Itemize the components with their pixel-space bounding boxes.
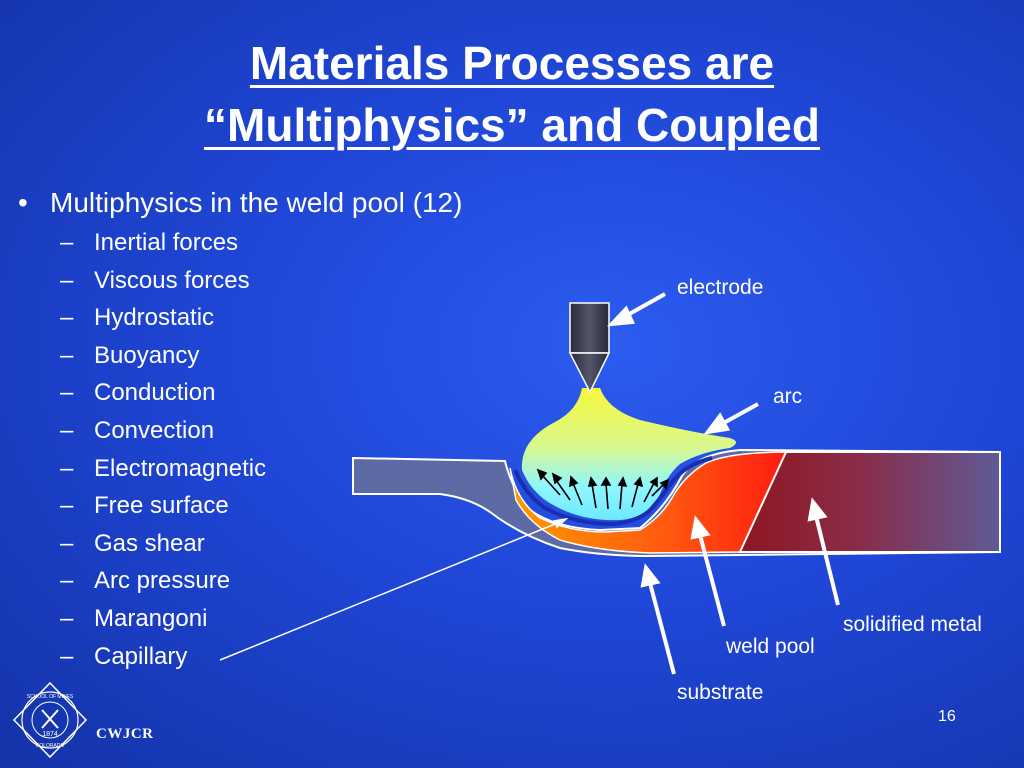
seal-bottom-text: COLORADO — [36, 743, 65, 749]
capillary-pointer — [219, 517, 569, 661]
title-line-2: “Multiphysics” and Coupled — [204, 99, 820, 151]
list-item: –Inertial forces — [60, 229, 239, 256]
label-electrode: electrode — [677, 276, 764, 299]
main-bullet-text: Multiphysics in the weld pool (12) — [50, 187, 463, 218]
list-item: –Electromagnetic — [60, 454, 267, 482]
list-item: –Convection — [60, 416, 215, 444]
page-number: 16 — [938, 708, 956, 725]
electrode-tip — [568, 352, 611, 394]
electrode-body — [569, 302, 610, 354]
arc-pressure-arrows — [536, 468, 670, 510]
school-seal-logo: 1874 SCHOOL OF MINES COLORADO — [12, 681, 88, 759]
list-item: –Capillary — [60, 642, 188, 670]
label-substrate: substrate — [677, 681, 764, 704]
list-item: –Hydrostatic — [60, 304, 215, 332]
list-item: –Viscous forces — [60, 266, 250, 294]
list-item: –Buoyancy — [60, 341, 200, 369]
list-item: –Gas shear — [60, 529, 205, 557]
callout-arrows — [606, 292, 840, 675]
physics-list: –Inertial forces –Viscous forces –Hydros… — [60, 224, 266, 675]
title-line-1: Materials Processes are — [249, 37, 775, 89]
list-item: –Marangoni — [60, 604, 208, 632]
list-item: –Free surface — [60, 492, 229, 520]
label-arc: arc — [773, 385, 803, 408]
bullet-marker: • — [18, 187, 28, 218]
seal-top-text: SCHOOL OF MINES — [27, 694, 74, 700]
slide-title: Materials Processes are “Multiphysics” a… — [0, 32, 1024, 156]
list-item: –Arc pressure — [60, 567, 231, 595]
label-solidified-metal: solidified metal — [843, 613, 982, 636]
pool-surface-line — [513, 456, 713, 527]
main-bullet: • Multiphysics in the weld pool (12) — [18, 184, 462, 222]
label-weld-pool: weld pool — [726, 635, 815, 658]
seal-year: 1874 — [42, 731, 58, 738]
list-item: –Conduction — [60, 379, 216, 407]
solidified-metal-region — [738, 451, 1001, 553]
footer-org: CWJCR — [96, 726, 154, 742]
